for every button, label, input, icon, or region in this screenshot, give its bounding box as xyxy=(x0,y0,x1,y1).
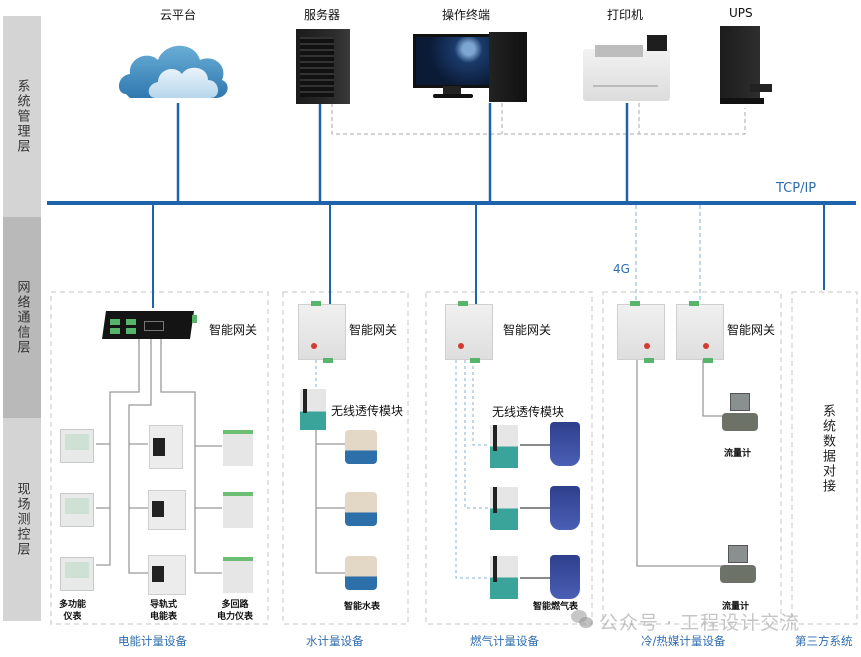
category-thermal: 冷/热媒计量设备 xyxy=(641,634,726,648)
flow-meter-icon xyxy=(720,545,758,591)
cloud-icon xyxy=(116,36,234,106)
4g-label: 4G xyxy=(613,262,630,276)
device-label-terminal: 操作终端 xyxy=(442,8,491,22)
industrial-gateway-icon xyxy=(102,307,197,339)
flow-meter-label: 流量计 xyxy=(722,602,750,612)
device-label-printer: 打印机 xyxy=(607,8,644,22)
section-box-thermal xyxy=(602,291,782,625)
tcp-ip-label: TCP/IP xyxy=(776,181,817,196)
gas-meter-icon xyxy=(550,486,580,530)
wireless-module-icon xyxy=(490,425,518,468)
multi-circuit-meter-icon xyxy=(223,430,253,466)
wireless-module-icon xyxy=(490,556,518,599)
section-box-electric xyxy=(50,291,269,625)
din-rail-meter-label: 导轨式 电能表 xyxy=(150,600,178,622)
multi-circuit-meter-label: 多回路 电力仪表 xyxy=(217,600,254,622)
thermal-gateway-label: 智能网关 xyxy=(727,323,776,337)
device-label-ups: UPS xyxy=(729,6,753,20)
din-rail-meter-icon xyxy=(149,425,183,469)
server-icon xyxy=(296,29,350,104)
watermark-text: 公众号 · 工程设计交流 xyxy=(599,612,801,634)
tcp-ip-bus xyxy=(47,201,856,205)
water-meter-icon xyxy=(345,556,377,590)
layer-label: 系统管理层 xyxy=(14,79,30,154)
printer-icon xyxy=(583,35,670,102)
multifunction-meter-icon xyxy=(60,429,94,463)
layer-label: 现场测控层 xyxy=(14,482,30,557)
layer-network-communication: 网络通信层 xyxy=(3,217,41,418)
gas-meter-icon xyxy=(550,422,580,466)
ups-icon xyxy=(720,26,772,106)
wechat-icon xyxy=(571,610,595,630)
din-gateway-icon xyxy=(298,301,346,363)
flow-meter-icon xyxy=(722,393,760,439)
water-meter-label: 智能水表 xyxy=(344,602,381,612)
flow-meter-label: 流量计 xyxy=(724,449,752,459)
water-meter-icon xyxy=(345,492,377,526)
category-third-party: 第三方系统 xyxy=(795,634,853,648)
multi-circuit-meter-icon xyxy=(223,492,253,528)
category-electric: 电能计量设备 xyxy=(118,634,187,648)
wireless-module-icon xyxy=(300,389,326,430)
section-box-water xyxy=(282,291,409,625)
wireless-module-icon xyxy=(490,487,518,530)
device-label-server: 服务器 xyxy=(304,8,341,22)
multifunction-meter-icon xyxy=(60,557,94,591)
layer-system-management: 系统管理层 xyxy=(3,16,41,217)
category-gas: 燃气计量设备 xyxy=(470,634,539,648)
din-gateway-icon xyxy=(617,301,665,363)
gas-module-label: 无线透传模块 xyxy=(492,405,565,419)
multifunction-meter-icon xyxy=(60,493,94,527)
multi-circuit-meter-icon xyxy=(223,557,253,593)
gas-meter-icon xyxy=(550,555,580,599)
water-gateway-label: 智能网关 xyxy=(349,323,398,337)
dashed-link-top xyxy=(331,103,746,135)
din-gateway-icon xyxy=(676,301,724,363)
category-water: 水计量设备 xyxy=(306,634,364,648)
electric-gateway-label: 智能网关 xyxy=(209,323,258,337)
din-rail-meter-icon xyxy=(148,555,186,595)
din-rail-meter-icon xyxy=(148,490,186,530)
water-meter-icon xyxy=(345,430,377,464)
gas-meter-label: 智能燃气表 xyxy=(533,602,579,612)
section-box-gas xyxy=(425,291,593,625)
gas-gateway-label: 智能网关 xyxy=(503,323,552,337)
device-label-cloud: 云平台 xyxy=(160,8,197,22)
multifunction-meter-label: 多功能 仪表 xyxy=(59,600,87,622)
layer-field-control: 现场测控层 xyxy=(3,418,41,621)
water-module-label: 无线透传模块 xyxy=(331,404,404,418)
layer-label: 网络通信层 xyxy=(14,280,30,355)
desktop-computer-icon xyxy=(413,32,528,104)
din-gateway-icon xyxy=(445,301,493,363)
third-party-text: 系统数据对接 xyxy=(820,404,835,494)
